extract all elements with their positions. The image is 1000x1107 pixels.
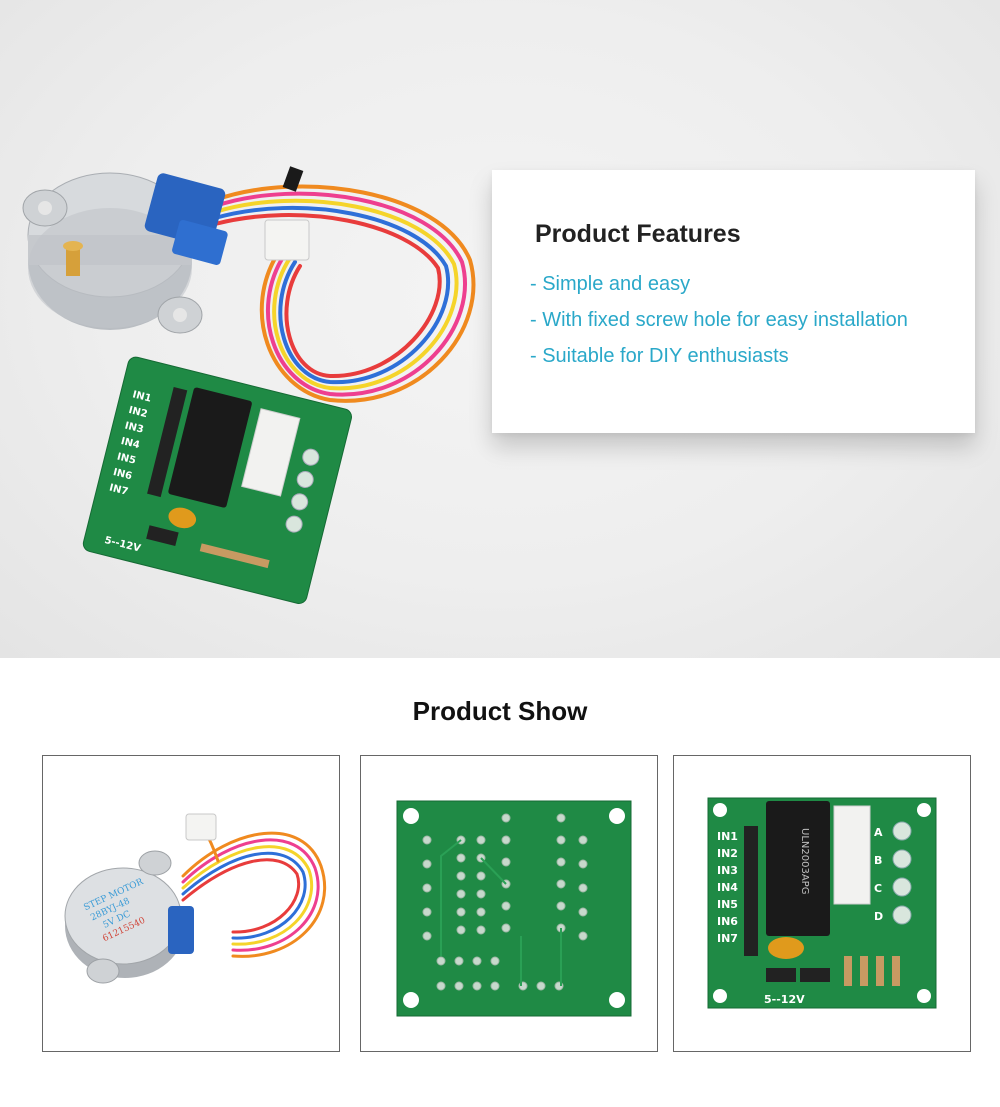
hero-section: IN1 IN2 IN3 IN4 IN5 IN6 IN7 5--12V Produ…	[0, 0, 1000, 658]
led-label: A	[874, 826, 883, 839]
led-label: D	[874, 910, 883, 923]
svg-text:IN2: IN2	[127, 405, 148, 420]
feature-item: - Suitable for DIY enthusiasts	[530, 345, 789, 367]
feature-item: - With fixed screw hole for easy install…	[530, 309, 908, 331]
svg-text:IN6: IN6	[112, 467, 133, 482]
svg-text:IN1: IN1	[131, 389, 152, 404]
svg-text:IN3: IN3	[124, 420, 145, 435]
input-label: IN2	[717, 847, 738, 860]
svg-text:IN5: IN5	[116, 451, 137, 466]
input-label: IN7	[717, 932, 738, 945]
input-label: IN4	[717, 881, 738, 894]
features-title: Product Features	[535, 220, 741, 248]
svg-text:IN7: IN7	[108, 483, 129, 498]
input-label: IN6	[717, 915, 738, 928]
product-image-board-front: ULN2003APG IN1 IN2 IN3 IN4 IN5 IN6 IN7 A…	[673, 755, 971, 1052]
led-label: B	[874, 854, 882, 867]
features-card: Product Features - Simple and easy - Wit…	[492, 170, 975, 433]
pcb-back-image	[396, 800, 632, 1017]
stepper-motor-image: STEP MOTOR 28BYJ-48 5V DC 61215540	[64, 813, 327, 984]
chip-label: ULN2003APG	[799, 828, 810, 894]
pcb-front-image: ULN2003APG IN1 IN2 IN3 IN4 IN5 IN6 IN7 A…	[707, 797, 937, 1009]
feature-item: - Simple and easy	[530, 273, 691, 295]
product-image-board-back	[360, 755, 658, 1052]
input-label: IN1	[717, 830, 738, 843]
led-label: C	[874, 882, 882, 895]
features-list: - Simple and easy - With fixed screw hol…	[530, 266, 908, 374]
stepper-motor-kit-photo: IN1 IN2 IN3 IN4 IN5 IN6 IN7 5--12V	[22, 166, 476, 604]
product-show-title: Product Show	[412, 696, 588, 726]
input-label: IN3	[717, 864, 738, 877]
product-image-motor: STEP MOTOR 28BYJ-48 5V DC 61215540	[42, 755, 340, 1052]
voltage-label: 5--12V	[764, 993, 805, 1006]
input-label: IN5	[717, 898, 738, 911]
svg-text:IN4: IN4	[120, 436, 141, 451]
